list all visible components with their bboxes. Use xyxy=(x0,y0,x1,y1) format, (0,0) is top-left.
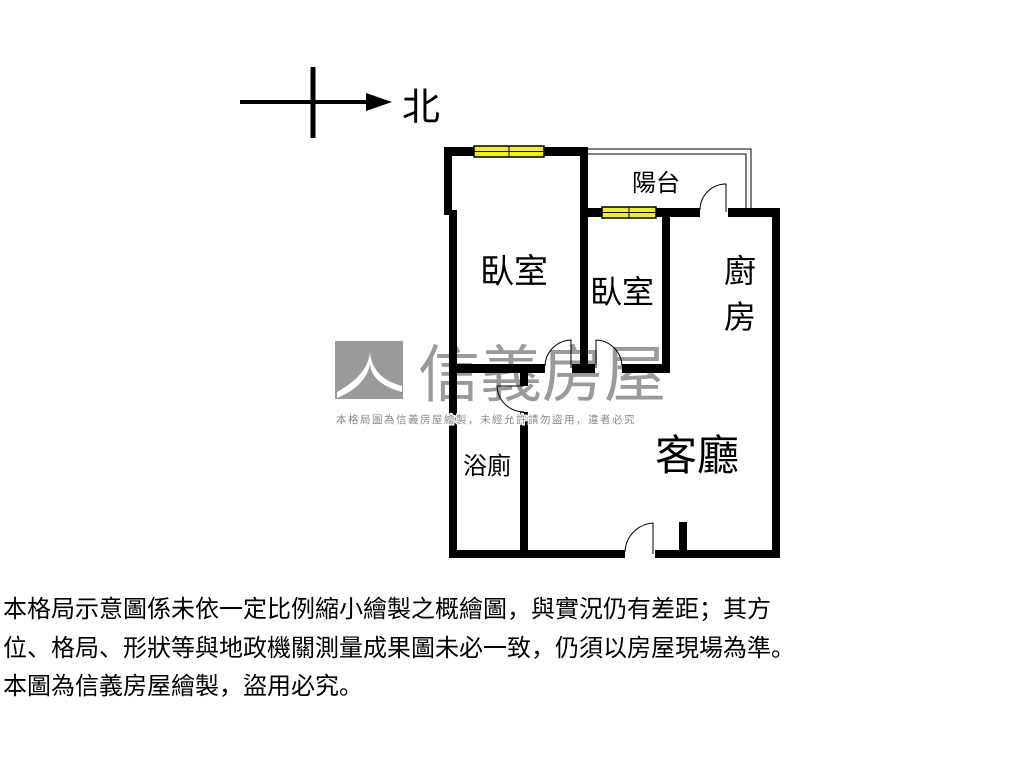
door-bedroom1 xyxy=(544,339,572,368)
disclaimer: 本格局示意圖係未依一定比例縮小繪製之概繪圖，與實況仍有差距；其方 位、格局、形狀… xyxy=(3,590,1023,706)
balcony-rail xyxy=(587,148,752,213)
north-arrow-icon xyxy=(240,67,392,138)
watermark-notice: 本格局圖為信義房屋繪製，未經允許請勿盜用，違者必究 xyxy=(336,413,636,426)
room-label-balcony: 陽台 xyxy=(632,169,680,197)
disclaimer-line: 本格局示意圖係未依一定比例縮小繪製之概繪圖，與實況仍有差距；其方 xyxy=(3,595,771,623)
window xyxy=(473,145,545,158)
room-label-bedroom: 臥室 xyxy=(590,273,654,311)
room-label-kitchen: 房 xyxy=(724,298,756,336)
room-label-bathroom: 浴廁 xyxy=(463,452,511,480)
watermark-brand: 信義房屋 xyxy=(418,338,666,411)
room-label-living-room: 客廳 xyxy=(655,431,739,480)
door-balcony xyxy=(699,183,727,212)
window xyxy=(601,206,657,219)
door-entrance xyxy=(624,522,654,554)
door-bathroom xyxy=(496,385,525,413)
disclaimer-line: 本圖為信義房屋繪製，盜用必究。 xyxy=(3,672,363,700)
brand-logo-icon xyxy=(335,341,403,399)
compass-label: 北 xyxy=(402,85,440,129)
door-bedroom2 xyxy=(595,339,623,368)
watermark: 信義房屋 xyxy=(335,338,666,411)
room-label-kitchen: 廚 xyxy=(724,252,756,290)
room-label-bedroom: 臥室 xyxy=(480,252,548,292)
disclaimer-line: 位、格局、形狀等與地政機關測量成果圖未必一致，仍須以房屋現場為準。 xyxy=(3,633,795,662)
